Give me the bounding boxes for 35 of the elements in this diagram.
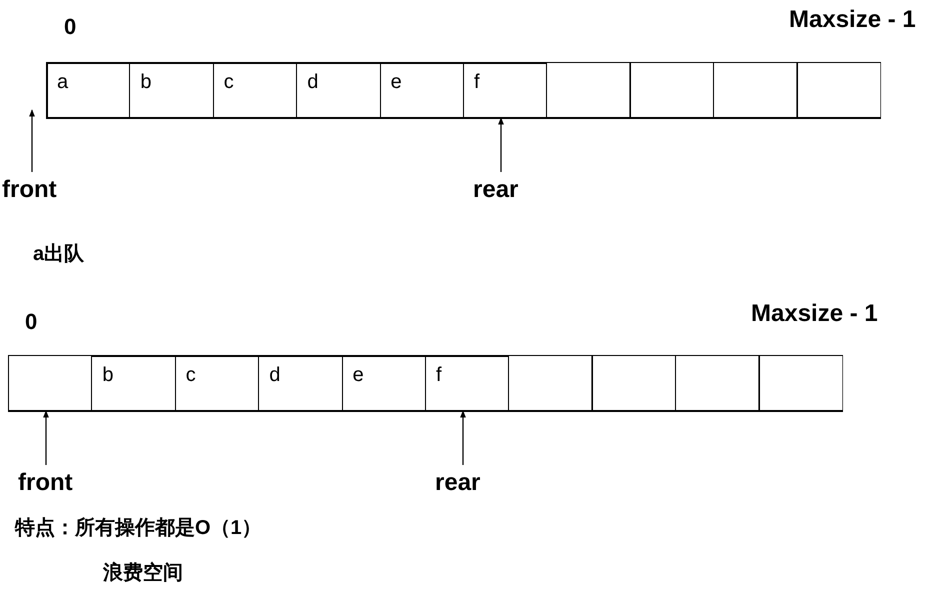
note: a出队: [33, 242, 84, 267]
cell-value: c: [186, 364, 196, 386]
array-cell: [592, 355, 676, 411]
cell-value: e: [352, 364, 364, 386]
cell-value: b: [140, 71, 152, 93]
array-cell: [8, 355, 92, 411]
array-cell: [630, 62, 714, 118]
cell-value: a: [57, 71, 68, 93]
array-cell: [546, 62, 631, 118]
array-cell: [758, 355, 843, 411]
cell-value: f: [436, 364, 442, 386]
cell-value: d: [307, 71, 318, 93]
index-label: Maxsize - 1: [751, 300, 878, 328]
cell-value: f: [474, 71, 480, 93]
pointer-label: rear: [473, 176, 518, 204]
note: 浪费空间: [103, 560, 183, 586]
array-cell: [713, 62, 798, 118]
note: 特点：所有操作都是O（1）: [15, 516, 262, 541]
array-cell: [508, 355, 593, 411]
arrow: [43, 410, 49, 465]
cell-value: d: [269, 364, 280, 386]
index-label: 0: [64, 14, 76, 40]
cell-value: e: [390, 71, 402, 93]
cell-value: b: [102, 364, 114, 386]
pointer-label: rear: [435, 469, 480, 497]
index-label: 0: [25, 309, 38, 335]
arrow: [29, 109, 35, 172]
cell-value: c: [224, 71, 234, 93]
arrow: [460, 410, 466, 465]
pointer-label: front: [2, 176, 57, 204]
array-cell: [675, 355, 760, 411]
array-cell: [796, 62, 881, 118]
arrow: [498, 117, 504, 172]
pointer-label: front: [18, 469, 73, 497]
index-label: Maxsize - 1: [789, 6, 916, 34]
